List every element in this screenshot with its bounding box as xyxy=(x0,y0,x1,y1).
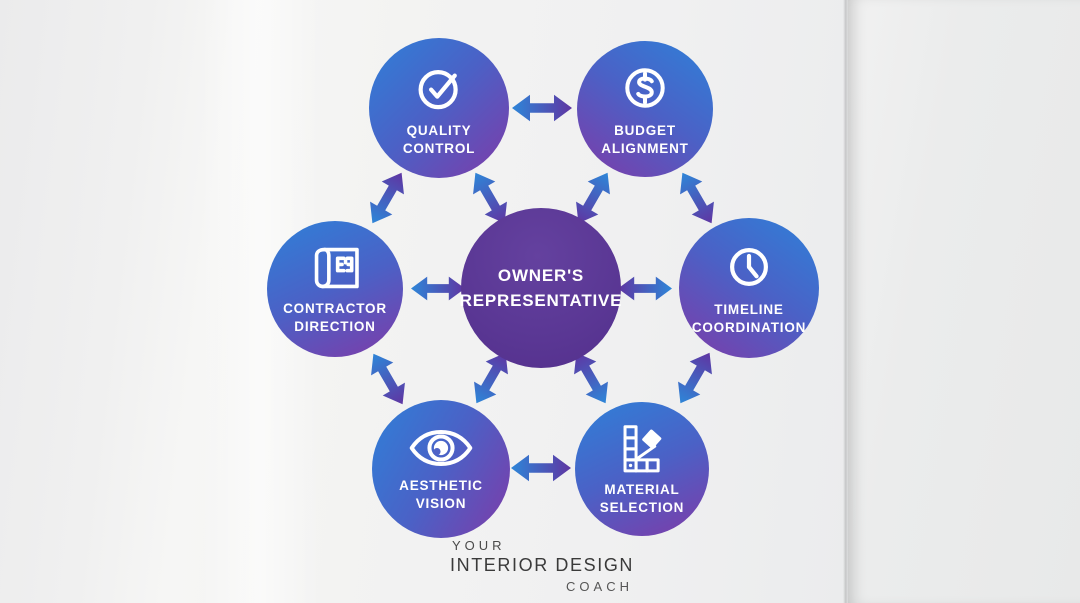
eye-icon xyxy=(409,426,473,470)
background-surface xyxy=(848,0,1080,603)
node-label-line: CONTROL xyxy=(402,140,476,156)
node-owners-representative: OWNER'S REPRESENTATIVE xyxy=(460,208,623,368)
node-label-line: OWNER'S xyxy=(497,265,585,285)
arrow-quality-budget xyxy=(512,94,572,122)
node-label-line: MATERIAL xyxy=(604,481,680,497)
arrow-hub-timeline xyxy=(618,276,672,301)
node-label: OWNER'S REPRESENTATIVE xyxy=(460,263,623,314)
node-label-line: CONTRACTOR xyxy=(283,300,387,316)
node-timeline-coordination: TIMELINE COORDINATION xyxy=(679,218,819,358)
node-label: AESTHETIC VISION xyxy=(399,477,483,512)
node-aesthetic-vision: AESTHETIC VISION xyxy=(372,400,510,538)
node-contractor-direction: CONTRACTOR DIRECTION xyxy=(267,221,403,357)
node-label-line: VISION xyxy=(415,495,467,511)
dollar-circle-icon xyxy=(618,61,672,115)
node-label-line: DIRECTION xyxy=(294,318,376,334)
wordmark-your: YOUR xyxy=(452,538,506,553)
node-label: MATERIAL SELECTION xyxy=(600,481,684,516)
check-circle-icon xyxy=(411,59,467,115)
wordmark-interior-design: INTERIOR DESIGN xyxy=(450,555,635,575)
interior-design-coach-wordmark: YOUR INTERIOR DESIGN COACH xyxy=(450,538,633,594)
swatches-icon xyxy=(614,422,670,474)
node-label: CONTRACTOR DIRECTION xyxy=(283,300,387,335)
arrow-contractor-hub xyxy=(411,276,465,301)
wordmark-coach: COACH xyxy=(566,579,633,594)
node-label: TIMELINE COORDINATION xyxy=(692,301,806,336)
node-label-line: AESTHETIC xyxy=(399,477,483,493)
node-label-line: SELECTION xyxy=(599,499,685,515)
node-label-line: TIMELINE xyxy=(714,301,784,317)
node-budget-alignment: BUDGET ALIGNMENT xyxy=(577,41,713,177)
arrow-aesthetic-material xyxy=(511,454,571,482)
node-material-selection: MATERIAL SELECTION xyxy=(575,402,709,536)
node-label-line: ALIGNMENT xyxy=(601,140,689,156)
node-label-line: QUALITY xyxy=(406,122,472,138)
node-label: QUALITY CONTROL xyxy=(403,122,475,157)
page-right-edge xyxy=(843,0,848,603)
node-label-line: BUDGET xyxy=(614,122,676,138)
blueprint-icon xyxy=(306,243,364,293)
node-label-line: COORDINATION xyxy=(691,319,807,335)
node-label-line: REPRESENTATIVE xyxy=(459,291,623,310)
node-quality-control: QUALITY CONTROL xyxy=(369,38,509,178)
node-label: BUDGET ALIGNMENT xyxy=(601,122,688,157)
clock-icon xyxy=(722,240,776,294)
